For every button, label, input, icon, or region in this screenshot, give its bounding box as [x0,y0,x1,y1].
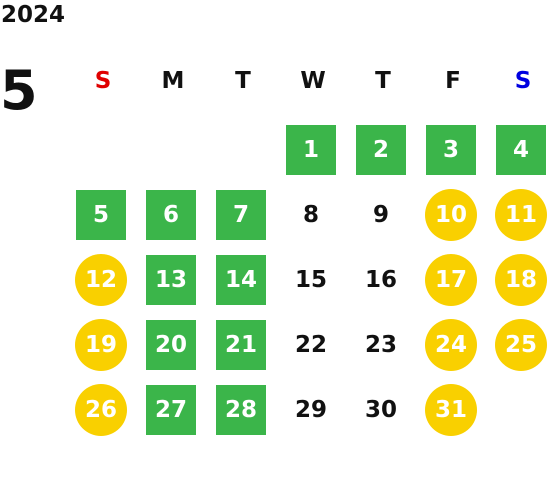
day-cell-26[interactable]: 26 [75,384,127,436]
day-cell-24[interactable]: 24 [425,319,477,371]
weekday-monday: M [161,68,185,94]
day-cell-4[interactable]: 4 [496,125,546,175]
day-cell-31[interactable]: 31 [425,384,477,436]
month-number: 5 [0,59,38,122]
weekday-thursday: T [375,68,391,94]
weekday-friday: F [445,68,461,94]
weekday-tuesday: T [235,68,251,94]
day-cell-8[interactable]: 8 [302,202,319,228]
day-cell-3[interactable]: 3 [426,125,476,175]
day-cell-23[interactable]: 23 [364,332,397,358]
day-cell-5[interactable]: 5 [76,190,126,240]
day-cell-13[interactable]: 13 [146,255,196,305]
day-cell-7[interactable]: 7 [216,190,266,240]
day-cell-30[interactable]: 30 [364,397,397,423]
year-label: 2024 [1,2,66,28]
day-cell-1[interactable]: 1 [286,125,336,175]
day-cell-10[interactable]: 10 [425,189,477,241]
day-cell-22[interactable]: 22 [294,332,327,358]
day-cell-6[interactable]: 6 [146,190,196,240]
day-cell-18[interactable]: 18 [495,254,547,306]
day-cell-11[interactable]: 11 [495,189,547,241]
day-cell-2[interactable]: 2 [356,125,406,175]
day-cell-16[interactable]: 16 [364,267,397,293]
day-cell-28[interactable]: 28 [216,385,266,435]
day-cell-9[interactable]: 9 [372,202,389,228]
day-cell-19[interactable]: 19 [75,319,127,371]
weekday-sunday: S [94,68,112,94]
day-cell-20[interactable]: 20 [146,320,196,370]
day-cell-27[interactable]: 27 [146,385,196,435]
day-cell-29[interactable]: 29 [294,397,327,423]
day-cell-21[interactable]: 21 [216,320,266,370]
weekday-saturday: S [514,68,532,94]
day-cell-14[interactable]: 14 [216,255,266,305]
day-cell-15[interactable]: 15 [294,267,327,293]
weekday-wednesday: W [300,68,326,94]
day-cell-17[interactable]: 17 [425,254,477,306]
day-cell-25[interactable]: 25 [495,319,547,371]
day-cell-12[interactable]: 12 [75,254,127,306]
